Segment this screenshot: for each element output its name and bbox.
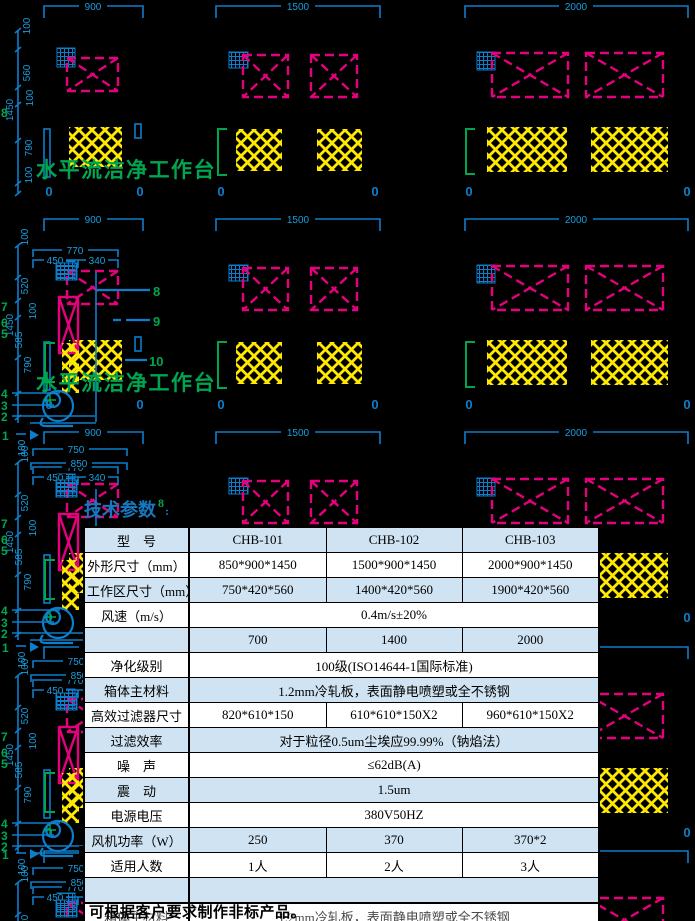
row-label: 风机功率（W）: [83, 827, 190, 853]
product-title-row1: 水平流洁净工作台: [36, 158, 216, 182]
row-label: 型 号: [83, 526, 190, 553]
side-view-r2: [0, 227, 120, 428]
dim-label-1450: 1450: [5, 98, 16, 121]
cell: CHB-102: [325, 526, 463, 553]
table-row-voltage: 电源电压 380V50HZ: [83, 802, 600, 828]
table-row-outer-size: 外形尺寸（mm） 850*900*1450 1500*900*1450 2000…: [83, 552, 600, 578]
row-label: 外形尺寸（mm）: [83, 552, 190, 578]
table-row-vibration: 震 动 1.5um: [83, 777, 600, 803]
cell: 960*610*150X2: [461, 702, 600, 728]
cell-merged: [188, 877, 600, 904]
table-row-clean-class: 净化级别 100级(ISO14644-1国际标准): [83, 652, 600, 678]
front-view-2000-r1: [463, 0, 692, 201]
custom-order-note: 可根据客户要求制作非标产品。: [89, 905, 307, 921]
cell: CHB-101: [188, 526, 327, 553]
table-row-fan-power: 风机功率（W） 250 370 370*2: [83, 827, 600, 853]
table-row-material-repeat: 箱体主材料 1.2mm冷轧板，表面静电喷塑或全不锈钢: [83, 902, 600, 921]
cell: 1人: [188, 852, 327, 878]
callout-leaders-row2: 8 9 10: [97, 284, 163, 369]
cell: 1400*420*560: [325, 577, 463, 603]
row-label: 噪 声: [83, 752, 190, 778]
front-view-2000-r2: [463, 212, 692, 414]
cell: 820*610*150: [188, 702, 327, 728]
cell: 250: [188, 827, 327, 853]
table-row-cabinet-material: 箱体主材料 1.2mm冷轧板，表面静电喷塑或全不锈钢: [83, 677, 600, 703]
cell: 1900*420*560: [461, 577, 600, 603]
row-label: 电源电压: [83, 802, 190, 828]
product-title-row2: 水平流洁净工作台: [36, 371, 216, 395]
table-row-capacity: 适用人数 1人 2人 3人: [83, 852, 600, 878]
callout-8: 8: [1, 106, 8, 120]
row-label: 箱体主材料: [83, 677, 190, 703]
cell: 750*420*560: [188, 577, 327, 603]
callout-10: 10: [149, 354, 163, 369]
table-row-workzone-size: 工作区尺寸（mm） 750*420*560 1400*420*560 1900*…: [83, 577, 600, 603]
table-row-hepa-size: 高效过滤器尺寸 820*610*150 610*610*150X2 960*61…: [83, 702, 600, 728]
callout-9: 9: [153, 314, 160, 329]
row-label: 高效过滤器尺寸: [83, 702, 190, 728]
cell: 2000: [461, 627, 600, 653]
row-label: 适用人数: [83, 852, 190, 878]
cell-merged: 100级(ISO14644-1国际标准): [188, 652, 600, 678]
front-view-1500-r1: [214, 0, 382, 201]
dim-label-790: 790: [24, 139, 35, 156]
cell-merged: 1.2mm冷轧板，表面静电喷塑或全不锈钢: [188, 902, 600, 921]
cell: 2人: [325, 852, 463, 878]
cell: 2000*900*1450: [461, 552, 600, 578]
cell: 370: [325, 827, 463, 853]
table-row-filter-efficiency: 过滤效率 对于粒径0.5um尘埃应99.99%（钠焰法）: [83, 727, 600, 753]
cell: 700: [188, 627, 327, 653]
row-label: 过滤效率: [83, 727, 190, 753]
cell-merged: 1.2mm冷轧板，表面静电喷塑或全不锈钢: [188, 677, 600, 703]
dim-label-100: 100: [22, 17, 33, 34]
callout-8: 8: [153, 284, 160, 299]
spec-table: 型 号 CHB-101 CHB-102 CHB-103 外形尺寸（mm） 850…: [83, 526, 600, 921]
table-row-airspeed: 风速（m/s） 0.4m/s±20%: [83, 602, 600, 628]
row-label: 净化级别: [83, 652, 190, 678]
tech-title-callout: 8: [158, 496, 164, 510]
dim-label-100: 100: [25, 89, 36, 106]
cell-merged: 0.4m/s±20%: [188, 602, 600, 628]
table-row-airflow: 700 1400 2000: [83, 627, 600, 653]
row-label: [83, 877, 190, 904]
dim-chain-left-row1: 100 560 100 790 100 1450 8: [1, 17, 36, 197]
tech-title-text: 技术参数: [84, 500, 156, 520]
cell: 370*2: [461, 827, 600, 853]
cell-merged: 1.5um: [188, 777, 600, 803]
row-label: 箱体主材料: [83, 902, 190, 921]
table-row-noise: 噪 声 ≤62dB(A): [83, 752, 600, 778]
cell-merged: ≤62dB(A): [188, 752, 600, 778]
table-row-model: 型 号 CHB-101 CHB-102 CHB-103: [83, 526, 600, 553]
cell: 1400: [325, 627, 463, 653]
dim-label-100: 100: [24, 166, 35, 183]
table-row-empty: [83, 877, 600, 904]
cell: 3人: [461, 852, 600, 878]
row-label: 震 动: [83, 777, 190, 803]
cell: 610*610*150X2: [325, 702, 463, 728]
cell: 1500*900*1450: [325, 552, 463, 578]
tech-title-colon: :: [165, 504, 169, 518]
front-view-1500-r2: [214, 212, 382, 414]
cell-merged: 对于粒径0.5um尘埃应99.99%（钠焰法）: [188, 727, 600, 753]
cell-merged: 380V50HZ: [188, 802, 600, 828]
cell: CHB-103: [461, 526, 600, 553]
row-label: 工作区尺寸（mm）: [83, 577, 190, 603]
dim-label-560: 560: [22, 64, 33, 81]
cell: 850*900*1450: [188, 552, 327, 578]
row-label: [83, 627, 190, 653]
row-label: 风速（m/s）: [83, 602, 190, 628]
tech-parameters-title: 技术参数 8 :: [84, 496, 169, 522]
